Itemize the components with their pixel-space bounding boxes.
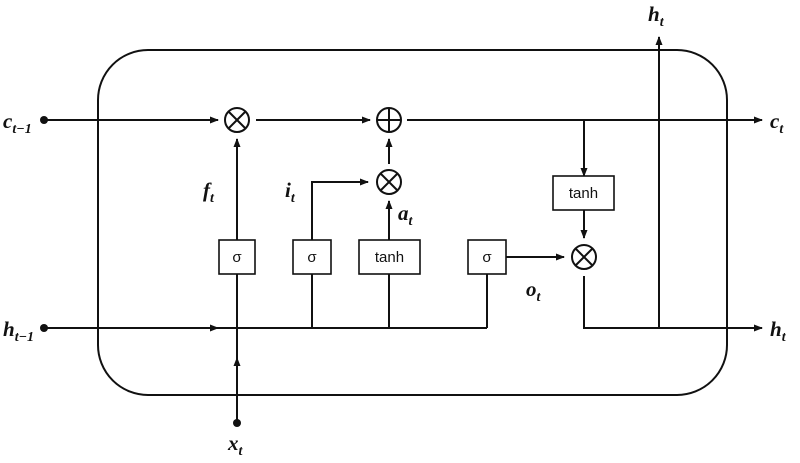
- x-input-dot: [233, 419, 241, 427]
- cell-add-op: [376, 107, 402, 133]
- forget-multiply-op: [224, 107, 250, 133]
- svg-text:σ: σ: [307, 249, 317, 266]
- input-gate-line: [311, 178, 369, 240]
- h-prev-dot: [40, 324, 48, 332]
- svg-text:σ: σ: [232, 249, 242, 266]
- c-next-label: ct: [770, 109, 784, 137]
- forget-gate-box: σ: [218, 239, 256, 275]
- x-input-label: xt: [227, 431, 244, 459]
- output-multiply-op: [571, 244, 597, 270]
- output-gate-box: σ: [467, 239, 507, 275]
- input-gate-box: σ: [292, 239, 332, 275]
- c-prev-label: ct−1: [3, 109, 32, 137]
- a-gate-label: at: [398, 201, 414, 229]
- svg-text:σ: σ: [482, 249, 492, 266]
- cell-boundary: [97, 49, 728, 396]
- o-gate-label: ot: [526, 277, 542, 305]
- h-prev-label: ht−1: [3, 317, 34, 345]
- hidden-out-line: [583, 276, 763, 332]
- f-gate-label: ft: [203, 178, 215, 206]
- h-next-label: ht: [770, 317, 787, 345]
- i-gate-label: it: [285, 178, 296, 206]
- h-top-label: ht: [648, 2, 665, 30]
- c-prev-dot: [40, 116, 48, 124]
- candidate-tanh-box: tanh: [358, 239, 421, 275]
- svg-text:tanh: tanh: [569, 185, 598, 202]
- svg-text:tanh: tanh: [375, 249, 404, 266]
- cell-tanh-box: tanh: [552, 175, 615, 211]
- input-multiply-op: [376, 169, 402, 195]
